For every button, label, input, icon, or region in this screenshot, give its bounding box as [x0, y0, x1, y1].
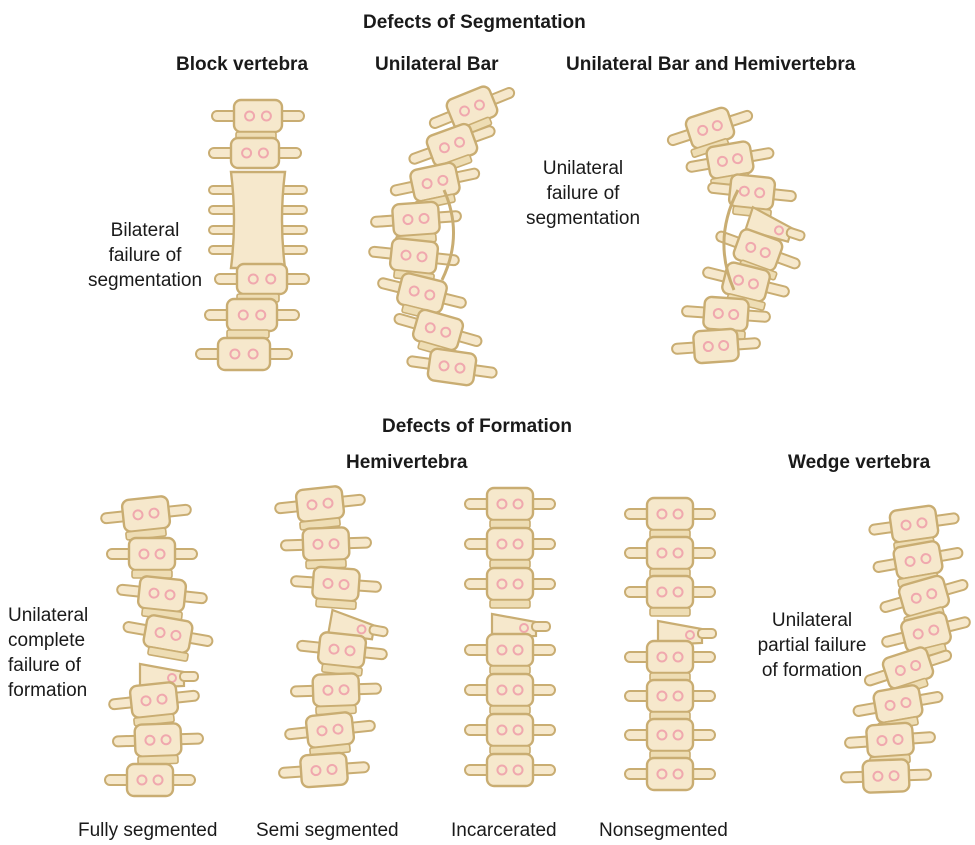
semi-segmented-spine-vertebra — [278, 751, 370, 789]
incarcerated-spine-vertebra — [464, 486, 556, 522]
caption-fully-segmented: Fully segmented — [78, 820, 218, 841]
partial-failure-label: Unilateral partial failure of formation — [757, 610, 867, 681]
semi-segmented-spine-vertebra — [284, 711, 376, 749]
incarcerated-spine-disc — [489, 559, 531, 569]
unilateral-bar-hemivertebra-spine-vertebra — [671, 327, 761, 365]
incarcerated-spine-vertebra — [464, 632, 556, 668]
unilateral-bar-spine-vertebra — [389, 161, 481, 203]
nonsegmented-spine-vertebra — [624, 535, 716, 571]
segmentation-heading: Defects of Segmentation — [363, 12, 586, 33]
bilateral-failure-label: Bilateral failure of segmentation — [87, 220, 203, 291]
unilateral-bar-hemivertebra-spine-vertebra — [707, 173, 797, 211]
block-vertebra-title: Block vertebra — [176, 54, 309, 75]
wedge-vertebra-spine-vertebra — [852, 684, 944, 724]
nonsegmented-spine-vertebra — [624, 574, 716, 610]
unilateral-bar-hemivertebra-title: Unilateral Bar and Hemivertebra — [566, 54, 856, 75]
block-vertebra-spine-vertebra — [195, 336, 293, 372]
wedge-vertebra-spine — [840, 504, 971, 794]
incarcerated-spine — [464, 486, 556, 788]
nonsegmented-spine-vertebra — [656, 619, 717, 647]
block-vertebra-spine-vertebra — [211, 98, 305, 134]
wedge-vertebra-spine-vertebra — [872, 540, 964, 580]
incarcerated-spine-vertebra — [490, 612, 551, 640]
fully-segmented-spine-vertebra — [116, 575, 208, 613]
unilateral-bar-spine — [368, 85, 516, 387]
nonsegmented-spine — [624, 496, 717, 792]
semi-segmented-spine-vertebra — [280, 526, 372, 562]
semi-segmented-spine-vertebra — [290, 672, 382, 708]
nonsegmented-spine-disc — [649, 607, 691, 617]
incarcerated-spine-disc — [489, 705, 531, 715]
block-vertebra-spine-vertebra — [208, 170, 308, 270]
caption-incarcerated: Incarcerated — [451, 820, 557, 841]
wedge-vertebra-spine-vertebra — [879, 574, 969, 618]
incarcerated-spine-disc — [489, 665, 531, 675]
unilateral-bar-hemivertebra-spine-vertebra — [681, 295, 771, 333]
formation-heading: Defects of Formation — [382, 416, 573, 437]
wedge-vertebra-spine-vertebra — [868, 504, 960, 544]
block-vertebra-spine-disc — [226, 329, 270, 339]
nonsegmented-spine-vertebra — [624, 496, 716, 532]
nonsegmented-spine-vertebra — [624, 756, 716, 792]
unilateral-bar-spine-vertebra — [368, 237, 460, 275]
unilateral-bar-hemivertebra-spine-vertebra — [702, 261, 790, 303]
caption-semi-segmented: Semi segmented — [256, 820, 399, 841]
unilateral-bar-hemivertebra-spine — [666, 106, 806, 365]
semi-segmented-spine-vertebra — [296, 631, 388, 669]
incarcerated-spine-disc — [489, 745, 531, 755]
complete-failure-label: Unilateral complete failure of formation — [8, 605, 89, 701]
incarcerated-spine-vertebra — [464, 672, 556, 708]
unilateral-bar-spine-vertebra — [393, 308, 483, 352]
unilateral-bar-fusion — [722, 189, 740, 291]
incarcerated-spine-disc — [489, 599, 531, 609]
nonsegmented-spine-vertebra — [624, 639, 716, 675]
unilateral-bar-hemivertebra-spine-vertebra — [666, 106, 754, 150]
fully-segmented-spine-vertebra — [100, 495, 192, 533]
nonsegmented-spine-vertebra — [624, 717, 716, 753]
fully-segmented-spine — [100, 495, 214, 798]
semi-segmented-spine — [274, 485, 389, 789]
incarcerated-spine-vertebra — [464, 566, 556, 602]
unilateral-bar-spine-vertebra — [406, 347, 498, 387]
semi-segmented-spine-disc — [315, 597, 357, 611]
block-vertebra-spine-vertebra — [214, 262, 310, 296]
unilateral-bar-fusion — [440, 189, 455, 281]
fully-segmented-spine-vertebra — [104, 762, 196, 798]
nonsegmented-spine-vertebra — [624, 678, 716, 714]
unilateral-bar-hemivertebra-spine-vertebra — [685, 140, 775, 180]
wedge-vertebra-spine-vertebra — [844, 721, 936, 759]
unilateral-bar-title: Unilateral Bar — [375, 54, 499, 75]
unilateral-failure-segmentation-label: Unilateral failure of segmentation — [525, 158, 641, 229]
fully-segmented-spine-vertebra — [112, 722, 204, 758]
fully-segmented-spine-disc — [147, 646, 189, 662]
incarcerated-spine-vertebra — [464, 752, 556, 788]
semi-segmented-spine-vertebra — [326, 608, 389, 641]
semi-segmented-spine-vertebra — [290, 565, 382, 603]
fully-segmented-spine-vertebra — [106, 536, 198, 572]
block-vertebra-spine-vertebra — [204, 297, 300, 333]
incarcerated-spine-vertebra — [464, 526, 556, 562]
incarcerated-spine-vertebra — [464, 712, 556, 748]
block-vertebra-spine-vertebra — [208, 136, 302, 170]
fully-segmented-spine-vertebra — [138, 662, 199, 690]
block-vertebra-spine — [195, 98, 310, 372]
semi-segmented-spine-vertebra — [274, 485, 366, 523]
hemivertebra-title: Hemivertebra — [346, 452, 468, 473]
wedge-vertebra-spine-vertebra — [840, 758, 932, 794]
wedge-vertebra-title: Wedge vertebra — [788, 452, 931, 473]
caption-nonsegmented: Nonsegmented — [599, 820, 728, 841]
unilateral-bar-spine-vertebra — [377, 272, 467, 314]
incarcerated-spine-disc — [489, 519, 531, 529]
fully-segmented-spine-vertebra — [108, 681, 200, 719]
